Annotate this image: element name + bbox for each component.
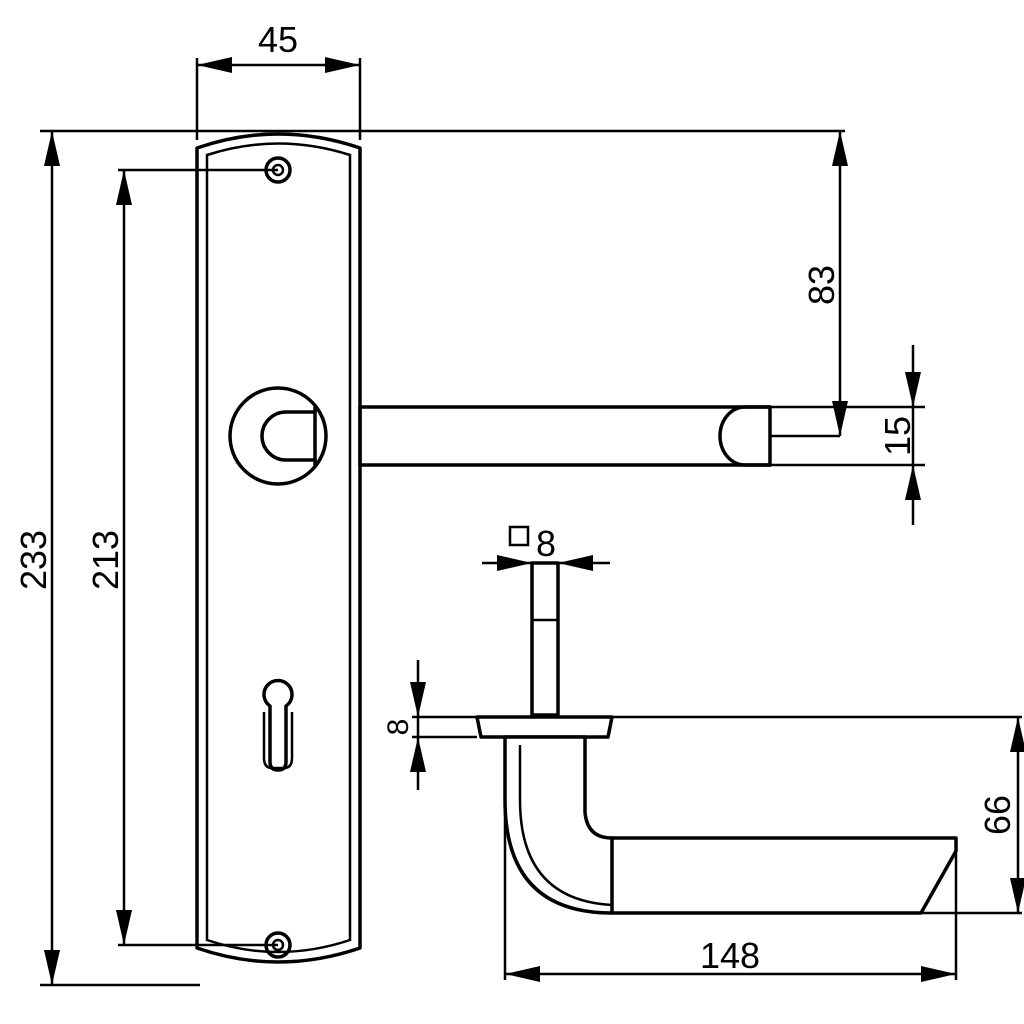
dimension-total-height: 233	[13, 129, 845, 987]
dimension-label-rose-8: 8	[382, 719, 415, 736]
rose-side	[475, 715, 614, 739]
dimension-hole-spacing: 213	[85, 168, 278, 947]
dimension-label-213: 213	[85, 530, 126, 590]
square-symbol-icon	[508, 525, 530, 547]
dimension-label-148: 148	[700, 935, 760, 976]
dimension-plate-width: 45	[195, 19, 362, 140]
handle-rose-front	[228, 386, 328, 486]
dimension-label-66: 66	[977, 795, 1018, 835]
dimension-handle-length: 148	[503, 800, 958, 982]
dimension-handle-projection: 66	[612, 715, 1024, 915]
handle-lever-side	[503, 735, 958, 915]
dimension-rose-thickness: 8	[382, 660, 477, 790]
dimension-label-45: 45	[258, 19, 298, 60]
handle-lever-front	[358, 405, 772, 467]
backplate	[195, 132, 362, 964]
dimension-spindle: 8	[482, 523, 610, 571]
dimension-label-15: 15	[877, 416, 918, 456]
dimension-handle-height: 83	[770, 131, 848, 438]
dimension-handle-thickness: 15	[770, 345, 925, 525]
dimension-label-233: 233	[13, 530, 54, 590]
keyhole	[262, 678, 294, 772]
spindle	[530, 561, 560, 717]
dimension-label-spindle-8: 8	[536, 523, 556, 564]
dimension-label-83: 83	[801, 265, 842, 305]
